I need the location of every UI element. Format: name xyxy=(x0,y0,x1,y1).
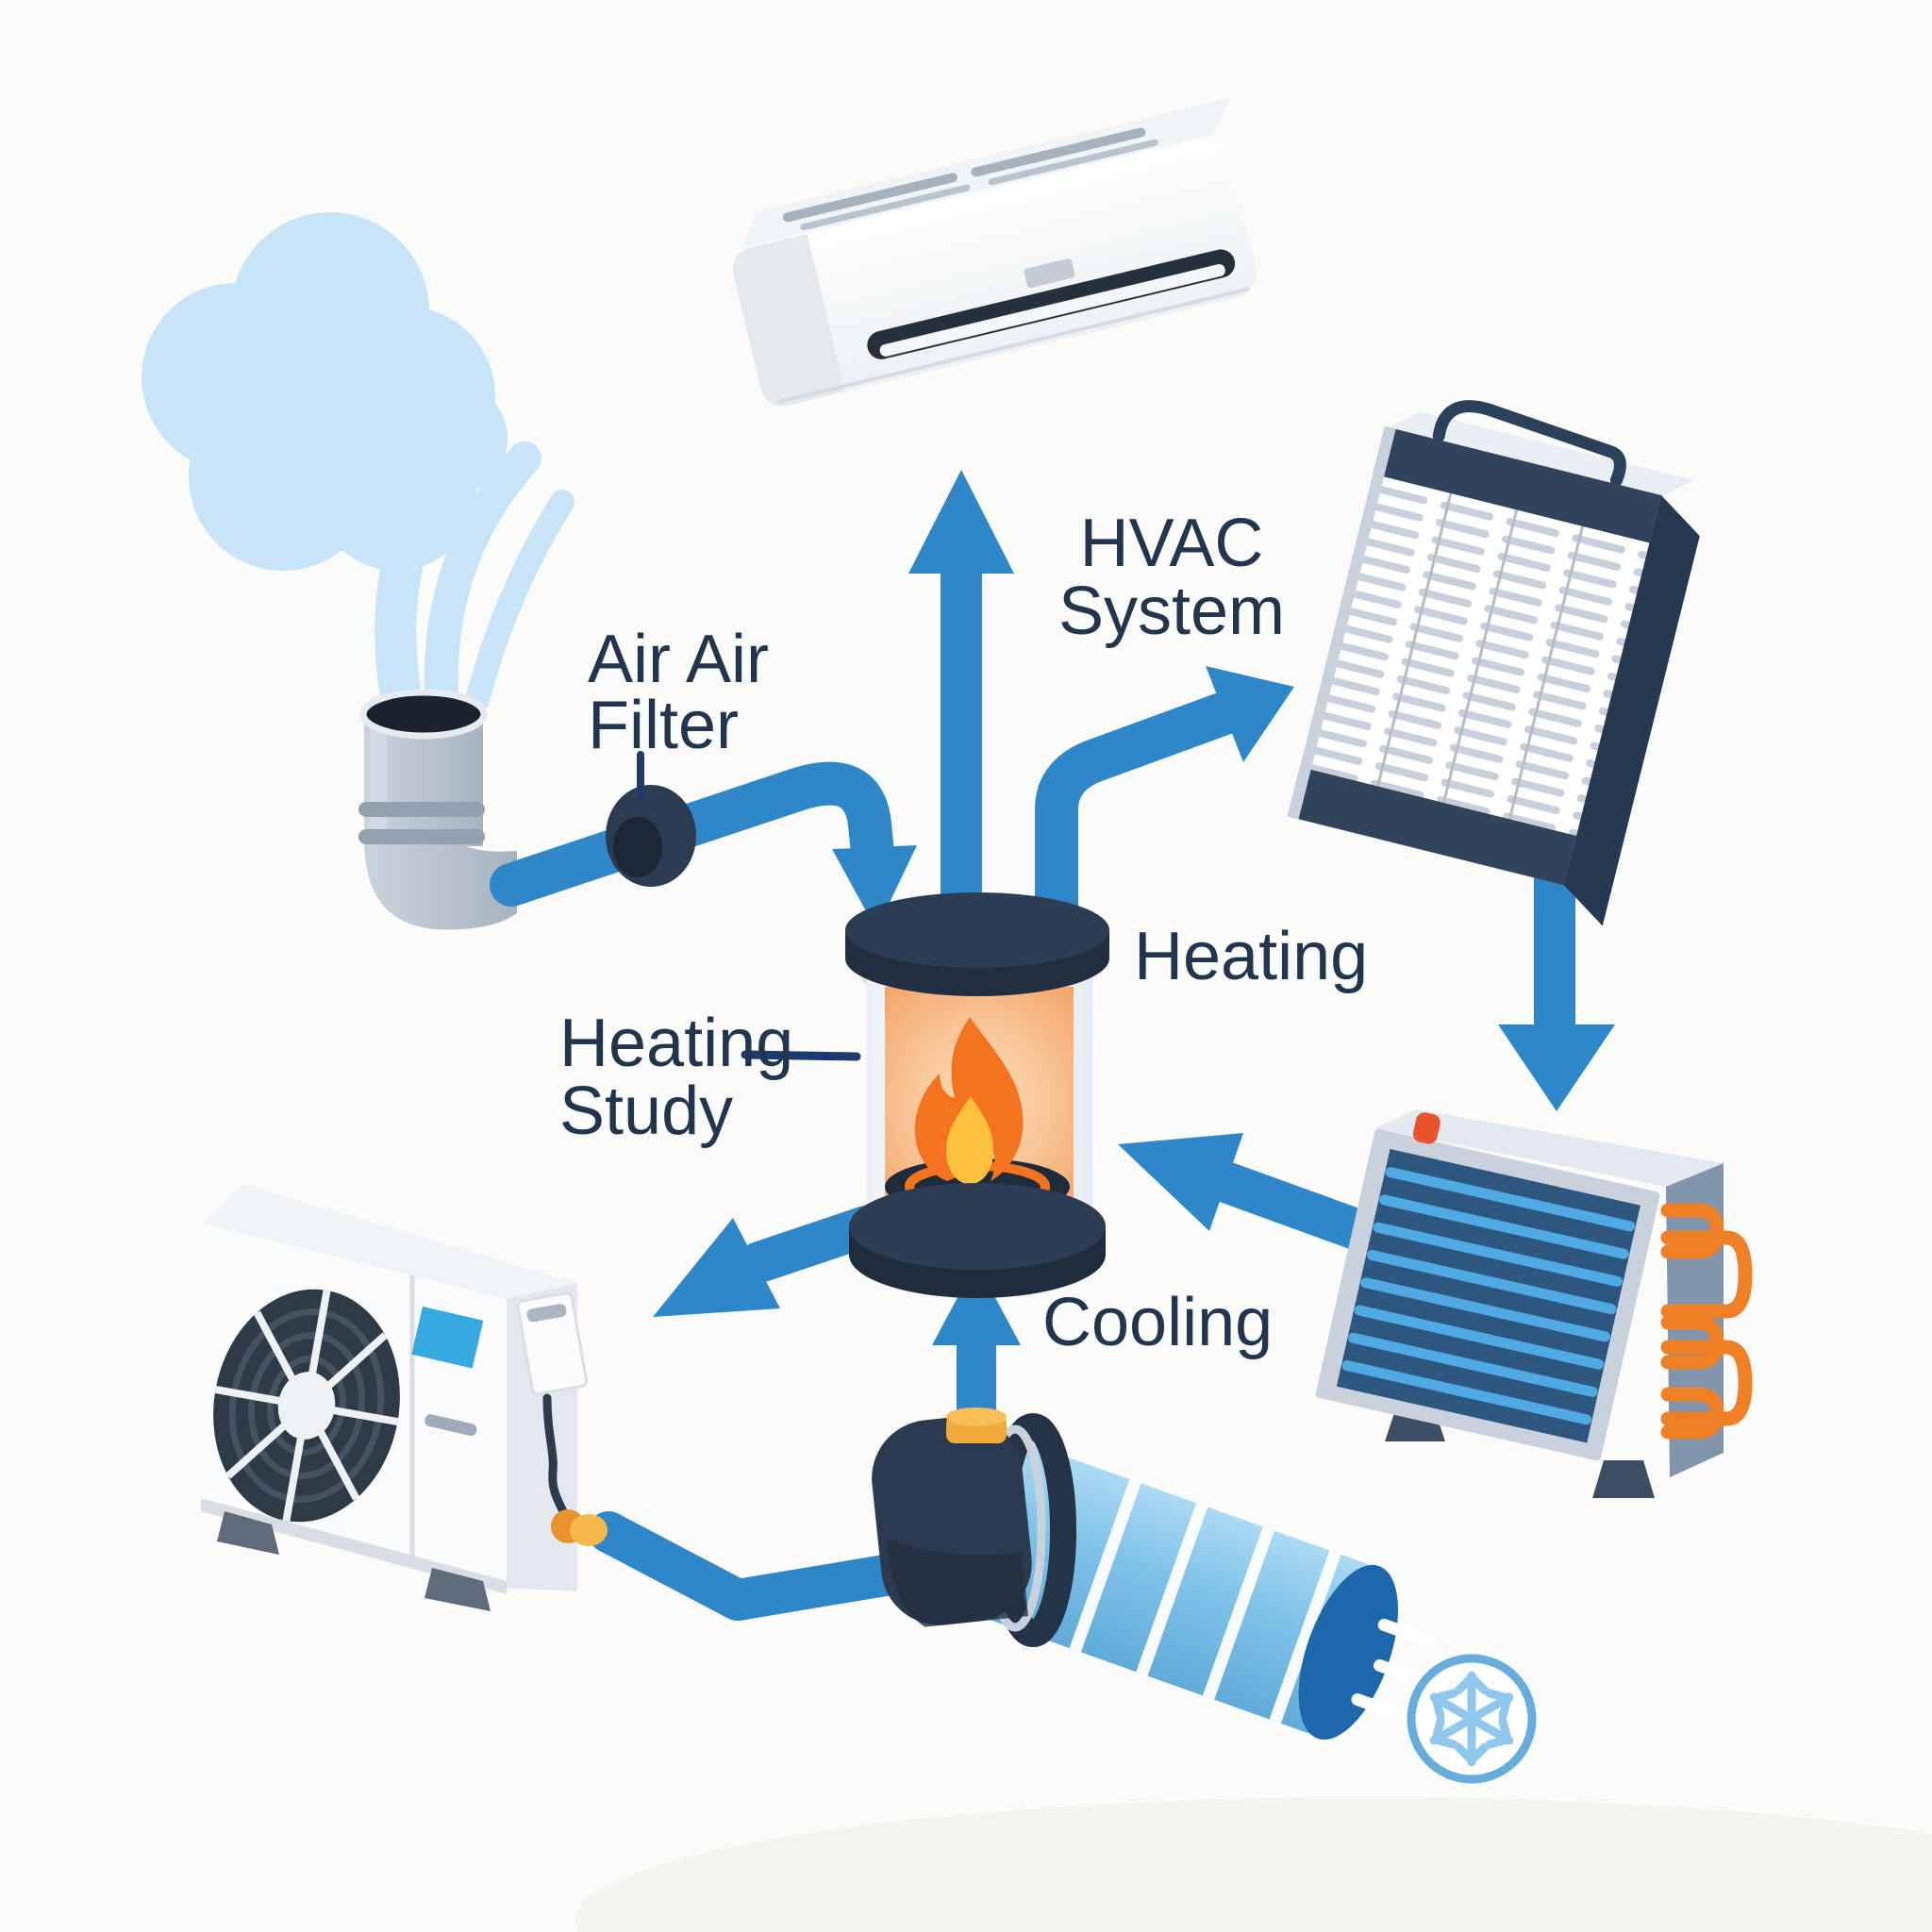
arrow-intake-into-furnace-icon xyxy=(490,761,917,930)
label-hvac-system-line2: System xyxy=(1058,574,1285,649)
air-filter-icon xyxy=(1287,400,1700,926)
heating-coil-icon xyxy=(1315,1109,1753,1498)
pipe-fitting-icon xyxy=(551,1509,608,1546)
chimney-vent-icon xyxy=(358,689,517,930)
label-hvac-system-line1: HVAC xyxy=(1080,506,1264,581)
label-air-filter-line1: Air Air xyxy=(588,622,769,697)
condenser-cable xyxy=(542,1393,571,1524)
label-cooling: Cooling xyxy=(1042,1285,1273,1360)
label-heating: Heating xyxy=(1134,919,1368,994)
label-heating-study-line2: Study xyxy=(559,1074,733,1149)
condenser-label-panel xyxy=(411,1307,484,1369)
outdoor-condenser-icon xyxy=(201,1184,589,1611)
furnace-icon xyxy=(845,892,1109,1298)
condenser-pipe xyxy=(588,1511,917,1621)
steam-cloud-icon xyxy=(142,212,575,717)
arrow-coil-to-furnace-icon xyxy=(1118,1133,1400,1258)
condenser-fan-icon xyxy=(213,1289,400,1523)
heating-study-leader-line xyxy=(741,1050,861,1061)
pump-icon xyxy=(872,1341,1076,1647)
pipe-coupling-icon xyxy=(606,785,696,887)
ac-indoor-unit-icon xyxy=(732,97,1257,407)
arrow-furnace-to-condenser-icon xyxy=(653,1206,887,1317)
label-heating-study-line1: Heating xyxy=(559,1006,793,1081)
snowflake-icon xyxy=(1407,1654,1537,1784)
arrow-furnace-to-ac-icon xyxy=(908,470,1014,904)
floor-shadow xyxy=(575,1797,1932,1932)
arrow-pump-to-furnace-icon xyxy=(932,1262,1021,1345)
label-air-filter-line2: Filter xyxy=(588,688,739,763)
arrow-furnace-to-filter-icon xyxy=(1035,666,1294,929)
